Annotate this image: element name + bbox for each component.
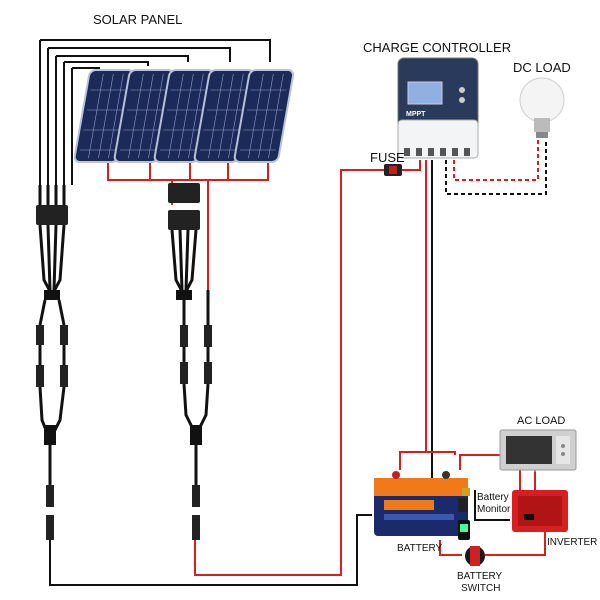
- light-bulb-icon: [519, 77, 565, 138]
- battery-switch-icon: [465, 546, 485, 566]
- dc-load-label: DC LOAD: [513, 60, 571, 75]
- battery-icon: [374, 471, 468, 536]
- main-runs: [49, 140, 547, 586]
- mc4-connector: [36, 325, 44, 345]
- mc4-connector: [204, 325, 212, 347]
- battery-to-inverter-red: [459, 454, 521, 490]
- ac-load-label: AC LOAD: [517, 415, 565, 427]
- inverter-icon: [512, 490, 568, 532]
- solar-panel-array: [73, 69, 295, 163]
- battery-monitor-icon: [458, 488, 470, 540]
- y-branch-cable: [38, 224, 66, 299]
- charge-controller-label: CHARGE CONTROLLER: [363, 40, 511, 55]
- inverter-label: INVERTER: [547, 537, 597, 548]
- mc4-connector: [46, 515, 54, 540]
- panel-positive-bus: [107, 150, 269, 181]
- negative-lead-top-2: [48, 47, 231, 62]
- y-merge-hub: [44, 425, 56, 445]
- fuse-to-controller: [400, 160, 421, 171]
- mc4-connector: [60, 325, 68, 345]
- microwave-icon: [499, 429, 577, 471]
- panel-leads: [39, 39, 271, 190]
- harness-left: [36, 185, 68, 540]
- mc4-connector-block: [168, 183, 200, 203]
- mc4-connector: [36, 365, 44, 387]
- switch-to-inverter: [485, 530, 546, 556]
- dc-load-negative: [445, 140, 547, 195]
- mc4-connector-block: [168, 210, 200, 230]
- battery-to-switch: [439, 540, 462, 556]
- y-merge-hub: [190, 425, 202, 445]
- positive-main-run: [194, 169, 388, 576]
- solar-panel-label: SOLAR PANEL: [93, 12, 182, 27]
- battery-label: BATTERY: [397, 543, 443, 554]
- battery-monitor-label-1: Battery: [477, 492, 509, 503]
- mc4-connector: [46, 485, 54, 507]
- mc4-connector: [60, 365, 68, 387]
- battery-top-red: [426, 451, 456, 455]
- solar-panel-icon: [233, 69, 295, 163]
- mc4-connector: [192, 485, 200, 507]
- battery-monitor-label-2: Monitor: [477, 504, 511, 515]
- charge-controller-icon: MPPT: [397, 57, 479, 159]
- negative-lead-top-3: [56, 55, 189, 62]
- mc4-connector: [180, 362, 188, 384]
- negative-lead-top-1: [40, 39, 271, 62]
- negative-lead-top-4: [64, 61, 149, 66]
- battery-switch-label-1: BATTERY: [457, 571, 503, 582]
- battery-switch-label-2: SWITCH: [461, 583, 500, 594]
- dc-load-positive: [453, 140, 539, 181]
- fuse-label: FUSE: [370, 150, 405, 165]
- y-branch-hub: [176, 290, 192, 300]
- mc4-connector: [180, 325, 188, 347]
- y-branch-cable: [170, 229, 198, 299]
- fuse-icon: [384, 164, 402, 176]
- inverter-neg: [474, 490, 510, 521]
- controller-badge: MPPT: [406, 111, 426, 118]
- y-branch-hub: [44, 290, 60, 300]
- controller-battery-positive: [399, 160, 427, 470]
- harness-right: [168, 180, 212, 540]
- mc4-connector: [204, 362, 212, 384]
- negative-main-run: [49, 514, 372, 586]
- mc4-connector: [192, 515, 200, 540]
- mc4-connector-block: [36, 205, 68, 225]
